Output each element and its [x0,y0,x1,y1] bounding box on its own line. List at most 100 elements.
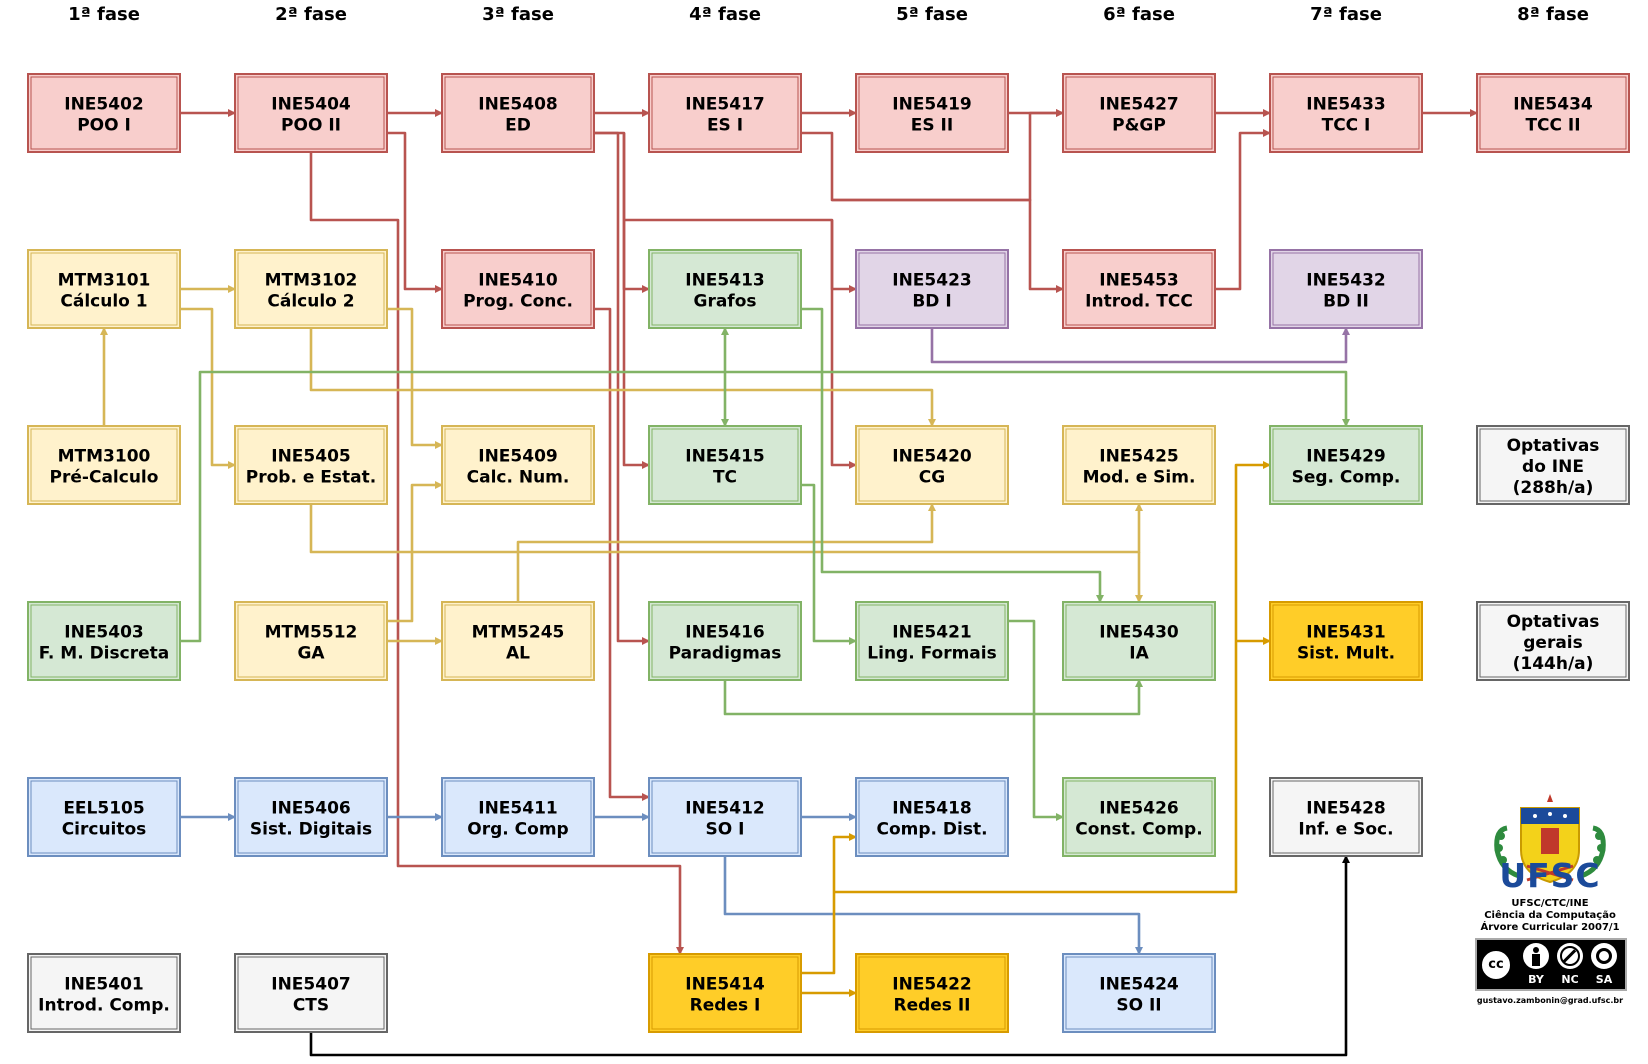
prerequisite-arrow [594,131,650,293]
course-name: TCC II [1525,116,1580,136]
course-code: INE5413 [685,271,764,291]
course-name: SO I [706,820,745,840]
course-code: MTM3102 [265,271,358,291]
course-code: INE5410 [478,271,558,291]
course-name: POO I [77,116,131,136]
course-code: MTM3100 [58,447,151,467]
course-name: BD II [1323,292,1369,312]
nc-icon [1557,943,1583,969]
course-code: INE5401 [64,975,143,995]
course-code: INE5406 [271,799,350,819]
ufsc-crest-icon [1494,794,1606,884]
license-badge[interactable]: cc BY NC SA [1475,938,1627,991]
course-code: MTM5512 [265,623,358,643]
course-code: INE5422 [892,975,971,995]
course-code: INE5414 [685,975,765,995]
course-code: Optativas [1507,612,1600,632]
phase-header: 5ª fase [896,4,968,25]
cc-icon: cc [1479,948,1513,982]
course-name: Seg. Comp. [1292,468,1401,488]
prerequisite-arrow [387,307,443,449]
course-code: INE5402 [64,95,143,115]
ufsc-wordmark: UFSC [1499,856,1601,895]
prerequisite-arrow [594,131,650,645]
cc-mark: cc [1488,957,1504,972]
author-email[interactable]: gustavo.zambonin@grad.ufsc.br [1476,996,1624,1005]
logo-line-1: UFSC/CTC/INE [1511,898,1589,909]
course-code: INE5408 [478,95,557,115]
course-name: Circuitos [62,820,147,840]
course-name: CTS [293,996,329,1016]
course-name: (288h/a) [1513,478,1594,498]
prerequisite-arrow [725,370,1350,427]
prerequisite-arrow [516,503,936,602]
course-name: F. M. Discreta [39,644,169,664]
course-name: BD I [912,292,951,312]
course-name: Grafos [693,292,756,312]
course-name: Calc. Num. [467,468,570,488]
prerequisite-arrow [180,327,729,643]
course-name: SO II [1116,996,1161,1016]
prerequisite-arrow [801,833,857,975]
course-code: INE5431 [1306,623,1385,643]
course-name: Cálculo 2 [267,292,354,312]
license-label-by: BY [1528,973,1544,986]
course-name: CG [919,468,945,488]
course-name: Sist. Mult. [1297,644,1395,664]
course-name: AL [506,644,530,664]
course-code: INE5426 [1099,799,1178,819]
course-name: TC [713,468,737,488]
course-code: INE5432 [1306,271,1385,291]
course-name: Const. Comp. [1075,820,1202,840]
course-code: INE5434 [1513,95,1593,115]
course-name: Prog. Conc. [463,292,573,312]
course-name: Sist. Digitais [250,820,372,840]
course-code: INE5421 [892,623,971,643]
course-code: INE5419 [892,95,971,115]
